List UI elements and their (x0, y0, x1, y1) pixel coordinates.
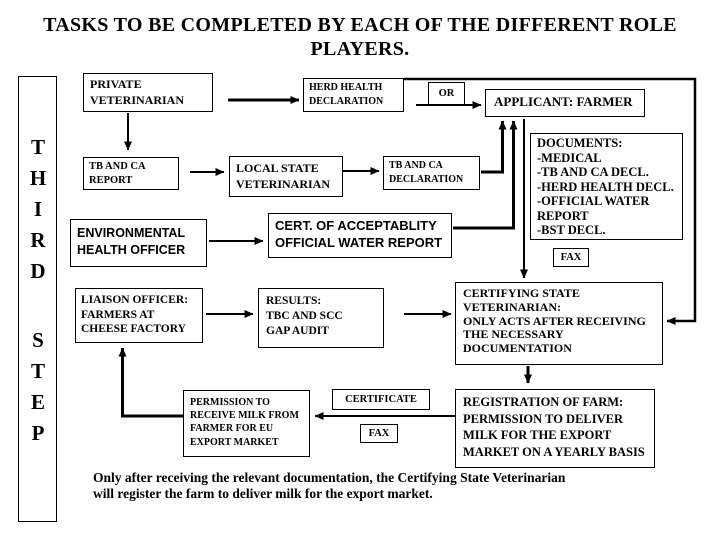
slide-title: TASKS TO BE COMPLETED BY EACH OF THE DIF… (0, 13, 720, 61)
local-state-veterinarian-box: LOCAL STATE VETERINARIAN (229, 156, 343, 197)
box-line: -BST DECL. (537, 223, 606, 237)
third-step-banner: THIRD STEP (18, 76, 57, 522)
step-word-step: STEP (26, 328, 50, 452)
arrow-herd-health-to-certifying-vet (404, 77, 697, 325)
box-line: VETERINARIAN (236, 177, 331, 191)
box-line: CERTIFYING STATE (463, 286, 580, 300)
herd-health-declaration-box: HERD HEALTH DECLARATION (303, 78, 404, 112)
box-line: OR (438, 88, 455, 99)
box-line: HEALTH OFFICER (77, 242, 186, 257)
or-connector-box: OR (428, 82, 465, 105)
tb-ca-report-box: TB AND CA REPORT (83, 157, 179, 190)
slide-title-line2: PLAYERS. (310, 38, 410, 60)
arrow-tb-declaration-to-applicant (481, 120, 507, 174)
box-line: LIAISON OFFICER: (81, 294, 189, 306)
box-line: DECLARATION (389, 173, 464, 185)
box-line: REPORT (89, 174, 133, 186)
registration-of-farm-box: REGISTRATION OF FARM: PERMISSION TO DELI… (455, 389, 655, 468)
box-line: CHEESE FACTORY (81, 323, 186, 335)
step-word-third: THIRD (26, 135, 50, 290)
box-line: MILK FOR THE EXPORT (463, 428, 612, 442)
liaison-officer-box: LIAISON OFFICER: FARMERS AT CHEESE FACTO… (75, 288, 203, 343)
box-line: RESULTS: (266, 295, 322, 307)
box-line: REGISTRATION OF FARM: (463, 395, 624, 409)
box-line: TB AND CA (89, 161, 146, 172)
box-line: GAP AUDIT (266, 325, 329, 337)
cert-of-acceptability-box: CERT. OF ACCEPTABLITY OFFICIAL WATER REP… (268, 213, 452, 258)
box-line: ONLY ACTS AFTER RECEIVING (463, 313, 646, 328)
documents-box: DOCUMENTS: -MEDICAL -TB AND CA DECL. -HE… (530, 133, 683, 240)
box-line: THE NECESSARY (463, 327, 564, 342)
fax-bottom-box: FAX (360, 424, 398, 443)
box-line: RECEIVE MILK FROM (190, 410, 299, 422)
box-line: FAX (368, 428, 390, 439)
box-line: FARMER FOR EU (190, 423, 274, 435)
box-line: FARMERS AT (81, 308, 155, 321)
box-line: DOCUMENTS: (537, 136, 623, 150)
applicant-farmer-box: APPLICANT: FARMER (485, 89, 645, 117)
box-line: EXPORT MARKET (190, 436, 279, 448)
box-line: -HERD HEALTH DECL. (537, 179, 674, 194)
box-line: MARKET ON A YEARLY BASIS (463, 444, 645, 459)
box-line: HERD HEALTH (309, 82, 383, 93)
box-line: DOCUMENTATION (463, 341, 572, 356)
certificate-box: CERTIFICATE (332, 389, 430, 410)
certifying-state-veterinarian-box: CERTIFYING STATE VETERINARIAN: ONLY ACTS… (455, 282, 663, 365)
box-line: -MEDICAL (537, 150, 602, 165)
box-line: TBC AND SCC (266, 310, 343, 322)
box-line: CERTIFICATE (345, 394, 417, 405)
box-line: -TB AND CA DECL. (537, 165, 649, 179)
results-box: RESULTS: TBC AND SCC GAP AUDIT (258, 288, 384, 348)
box-line: APPLICANT: FARMER (494, 94, 633, 109)
box-line: ENVIRONMENTAL (77, 226, 186, 240)
box-line: VETERINARIAN (90, 93, 185, 107)
fax-top-box: FAX (553, 248, 589, 267)
box-line: CERT. OF ACCEPTABLITY (275, 218, 437, 233)
box-line: OFFICIAL WATER REPORT (275, 234, 443, 250)
arrow-permission-to-liaison (118, 347, 183, 418)
arrow-cert-acceptability-to-applicant (453, 120, 518, 230)
box-line: VETERINARIAN: (463, 299, 562, 314)
slide-title-line1: TASKS TO BE COMPLETED BY EACH OF THE DIF… (43, 14, 677, 36)
box-line: -OFFICIAL WATER (537, 194, 650, 208)
footnote-line2: will register the farm to deliver milk f… (93, 486, 433, 501)
environmental-health-officer-box: ENVIRONMENTAL HEALTH OFFICER (70, 219, 207, 267)
box-line: DECLARATION (309, 95, 384, 107)
footnote: Only after receiving the relevant docume… (93, 470, 565, 502)
box-line: PERMISSION TO (190, 397, 270, 408)
private-veterinarian-box: PRIVATE VETERINARIAN (83, 73, 213, 112)
box-line: FAX (560, 252, 582, 263)
box-line: PRIVATE (90, 77, 142, 91)
box-line: TB AND CA (389, 160, 443, 171)
footnote-line1: Only after receiving the relevant docume… (93, 470, 566, 485)
permission-receive-milk-box: PERMISSION TO RECEIVE MILK FROM FARMER F… (183, 390, 310, 457)
box-line: REPORT (537, 208, 589, 223)
box-line: LOCAL STATE (236, 161, 319, 175)
tb-ca-declaration-box: TB AND CA DECLARATION (383, 156, 480, 190)
box-line: PERMISSION TO DELIVER (463, 411, 623, 426)
